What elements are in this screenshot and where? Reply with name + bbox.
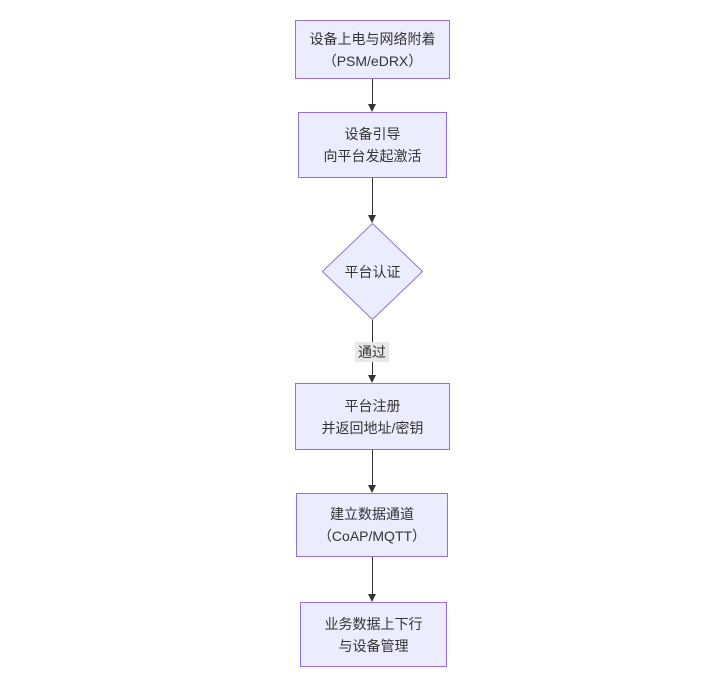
node-text-line: 设备上电与网络附着 <box>309 30 436 47</box>
arrowhead-icon <box>368 594 376 602</box>
node-bootstrap: 设备引导 向平台发起激活 <box>298 112 447 178</box>
node-text-line: （CoAP/MQTT） <box>317 528 427 544</box>
arrowhead-icon <box>368 104 376 112</box>
arrowhead-icon <box>368 485 376 493</box>
node-text-line: 与设备管理 <box>338 637 409 654</box>
node-text-line: 设备引导 <box>344 126 401 142</box>
node-text-line: 建立数据通道 <box>330 506 414 522</box>
node-text-line: 向平台发起激活 <box>323 148 422 164</box>
node-data-channel: 建立数据通道 （CoAP/MQTT） <box>296 493 448 557</box>
node-text-line: （PSM/eDRX） <box>322 52 423 69</box>
edge-line <box>371 450 373 486</box>
edge-line <box>371 178 373 216</box>
decision-platform-auth: 平台认证 <box>322 223 423 320</box>
arrowhead-icon <box>368 375 376 383</box>
node-text-line: 平台认证 <box>344 263 401 280</box>
node-text-line: 业务数据上下行 <box>324 615 423 632</box>
diamond-shape <box>322 223 423 320</box>
node-text-line: 并返回地址/密钥 <box>321 419 424 436</box>
node-power-attach: 设备上电与网络附着 （PSM/eDRX） <box>295 20 450 79</box>
edge-line <box>371 79 373 105</box>
arrowhead-icon <box>368 215 376 223</box>
node-register: 平台注册 并返回地址/密钥 <box>295 383 450 450</box>
edge-line <box>371 557 373 595</box>
node-text-line: 平台注册 <box>344 397 401 414</box>
node-business-data: 业务数据上下行 与设备管理 <box>300 602 447 667</box>
edge-label-pass: 通过 <box>355 341 389 362</box>
